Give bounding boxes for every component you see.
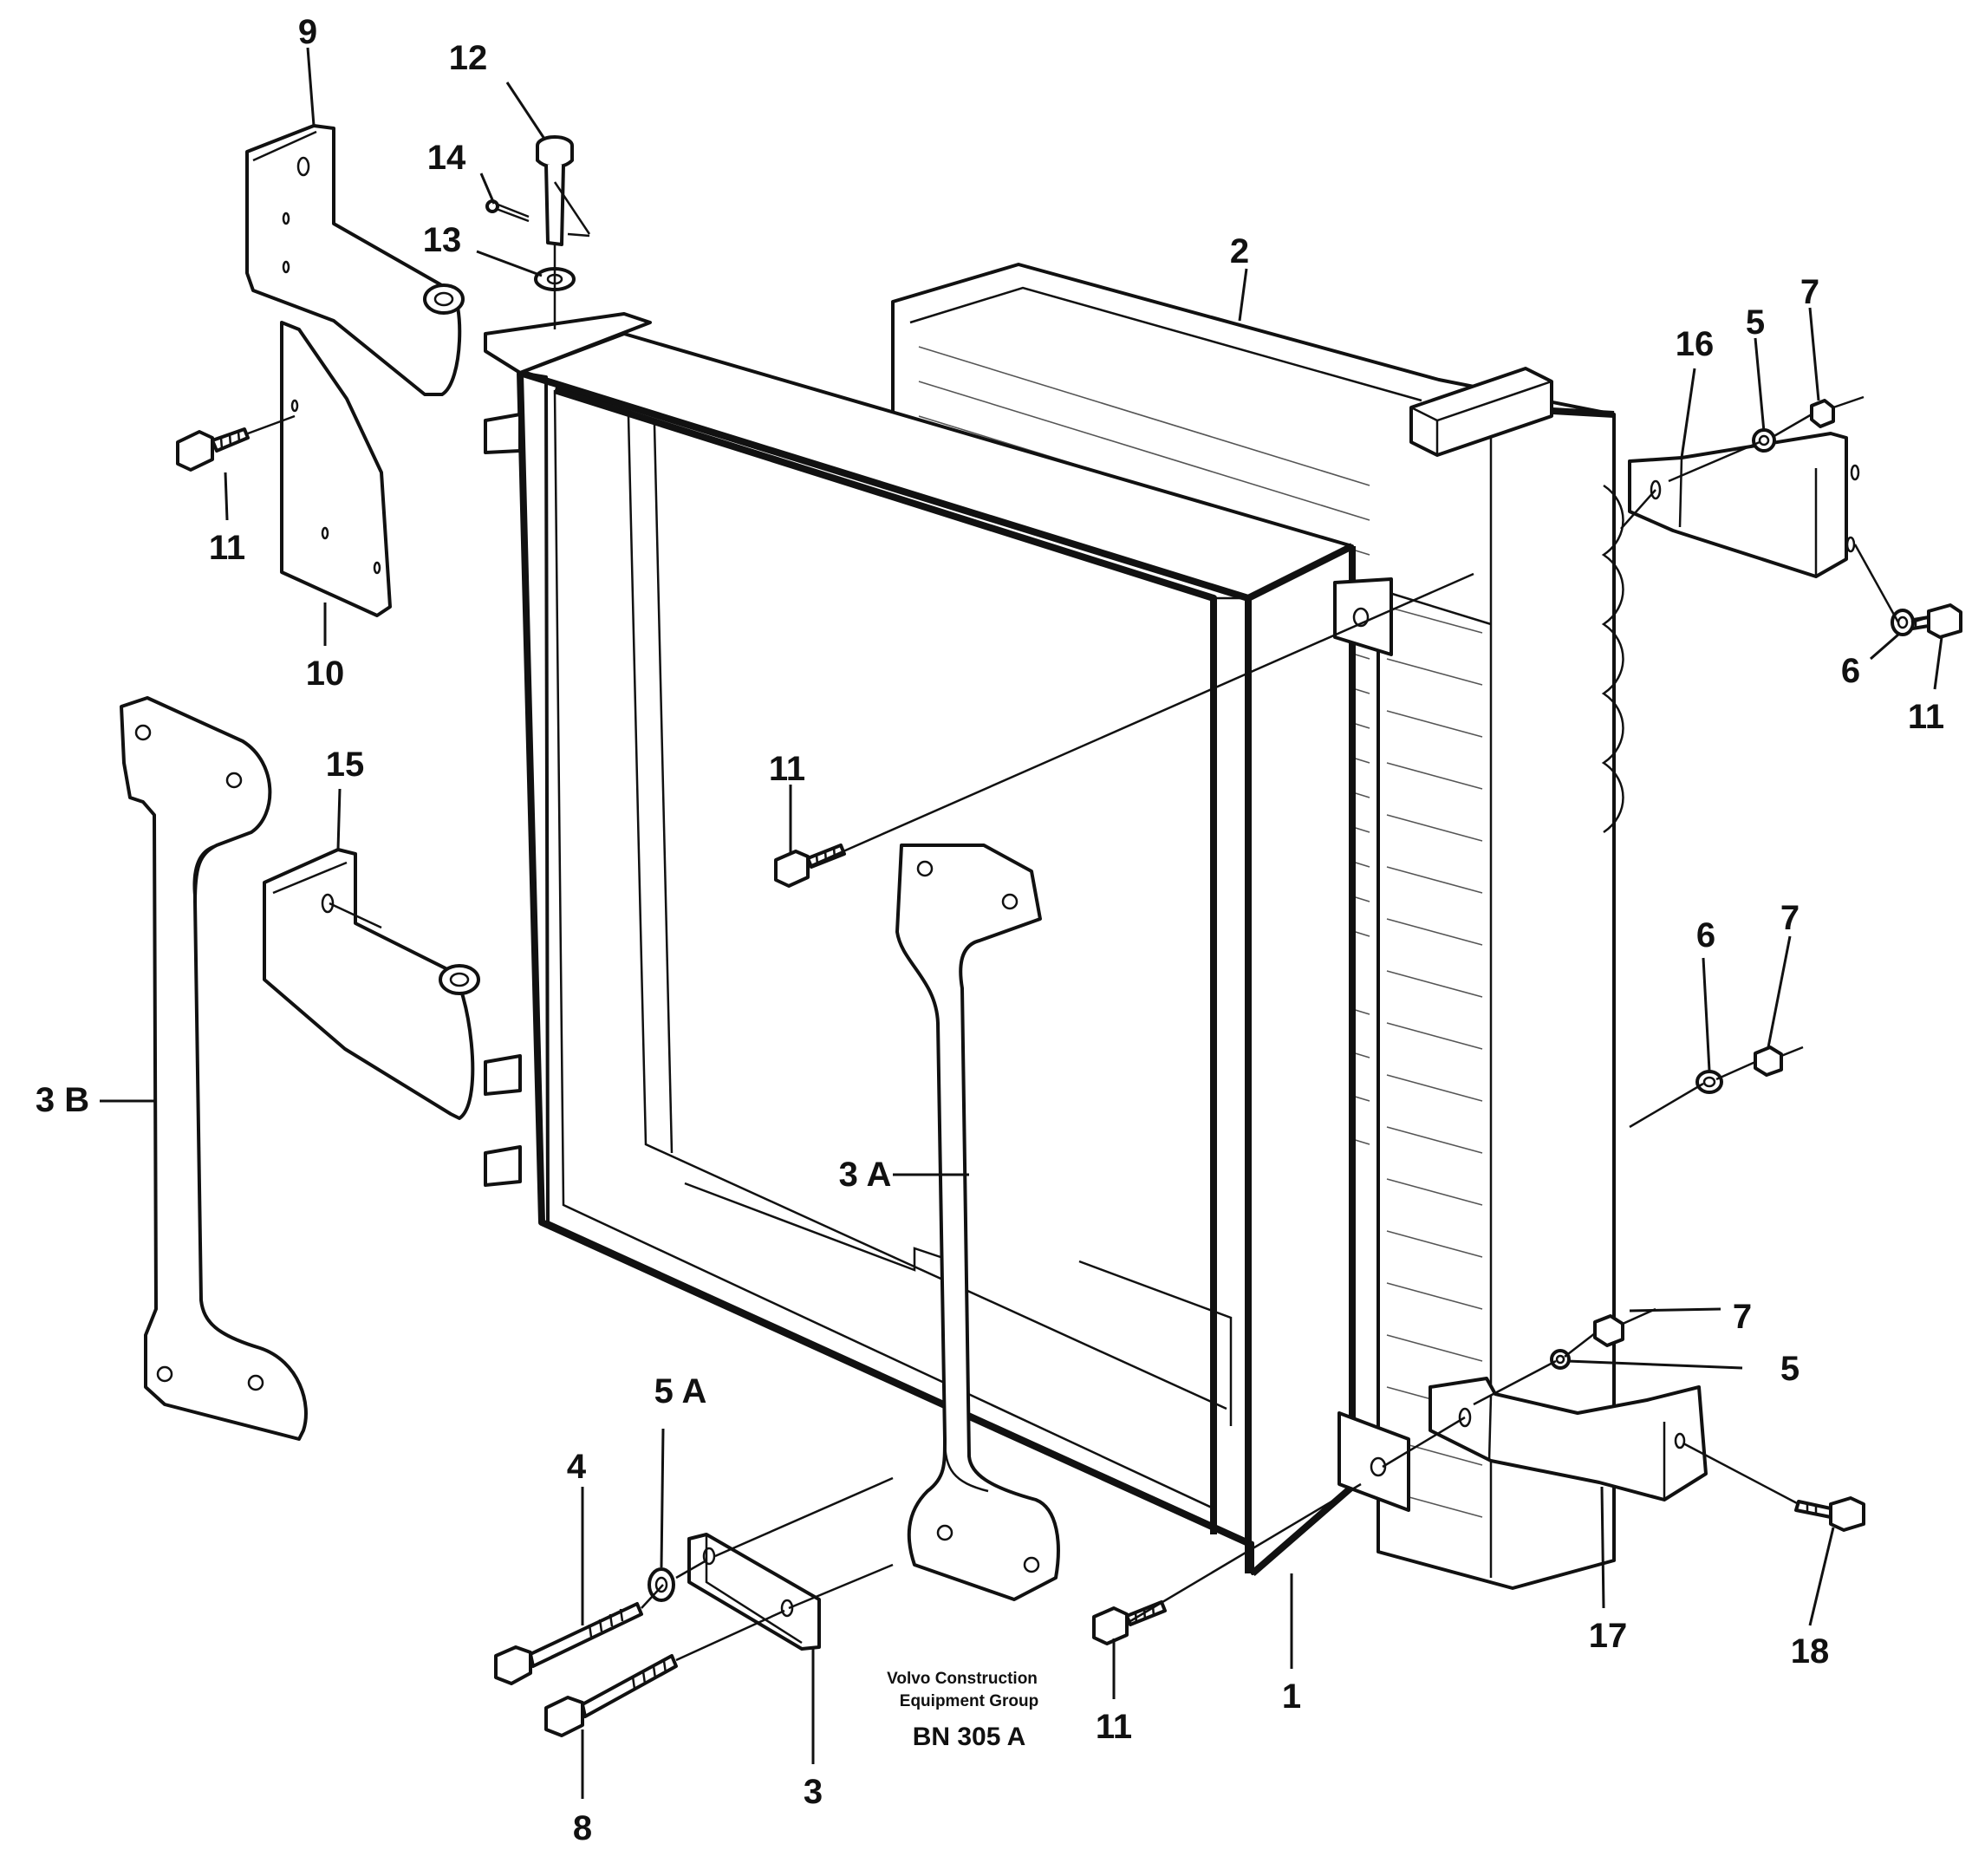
bracket-17 [1429, 1377, 1708, 1501]
hinge-bracket-15 [263, 848, 480, 1120]
callout-4: 4 [567, 1448, 587, 1486]
callout-labels: 1 2 3 3 A 3 B 4 5 A 5 5 6 6 7 7 7 8 9 10… [36, 13, 1944, 1847]
callout-16: 16 [1676, 325, 1715, 363]
callout-13: 13 [423, 221, 462, 259]
nut-7-mid [1754, 1045, 1783, 1077]
hinge-bracket-9 [245, 124, 465, 396]
callout-7-upper: 7 [1800, 273, 1819, 311]
center-lines [247, 181, 1930, 1662]
callout-3b: 3 B [36, 1081, 89, 1119]
washer-5-lower [1550, 1349, 1571, 1370]
callout-7-mid: 7 [1780, 899, 1800, 937]
diagram-caption: Volvo Construction Equipment Group BN 30… [887, 1670, 1038, 1751]
caption-company-line2: Equipment Group [900, 1692, 1038, 1710]
bolt-4 [494, 1602, 643, 1685]
bolt-11-center [774, 844, 846, 888]
bolt-11-left [176, 427, 250, 472]
callout-10: 10 [306, 655, 345, 693]
bracket-16 [1628, 432, 1860, 578]
callout-6-lower: 6 [1696, 916, 1715, 954]
washer-6-upper [1891, 609, 1915, 636]
bolt-18 [1794, 1496, 1865, 1532]
support-plate-3b [120, 696, 308, 1441]
callout-3a: 3 A [839, 1156, 892, 1194]
nut-7-lower [1593, 1314, 1624, 1347]
callout-17: 17 [1589, 1617, 1628, 1655]
gusset-plate-10 [280, 321, 392, 617]
callout-11-right: 11 [1908, 698, 1944, 736]
callout-14: 14 [427, 139, 466, 177]
fasteners [176, 135, 1962, 1737]
bolt-8 [544, 1654, 678, 1737]
nut-7-upper [1810, 399, 1835, 428]
leader-lines [100, 47, 1943, 1799]
support-plate-3a [895, 844, 1060, 1601]
bolt-11-bottom [1092, 1600, 1167, 1645]
washer-5-upper [1752, 428, 1776, 453]
callout-11-center: 11 [769, 750, 805, 788]
callout-7-lower: 7 [1733, 1298, 1752, 1336]
washer-6-lower [1695, 1070, 1723, 1094]
callout-11-left: 11 [209, 529, 245, 567]
pin-12 [536, 135, 574, 246]
callout-15: 15 [326, 746, 365, 784]
callout-1: 1 [1282, 1677, 1301, 1716]
callout-6-upper: 6 [1841, 652, 1860, 690]
callout-12: 12 [449, 39, 488, 77]
caption-drawing-code: BN 305 A [913, 1723, 1026, 1751]
callout-18: 18 [1791, 1632, 1830, 1671]
callout-2: 2 [1230, 232, 1249, 270]
callout-3: 3 [804, 1773, 823, 1811]
caption-company-line1: Volvo Construction [887, 1670, 1038, 1688]
cotter-pin-14 [493, 202, 530, 223]
callout-5a: 5 A [654, 1372, 707, 1410]
callout-8: 8 [573, 1809, 592, 1847]
callout-5-upper: 5 [1746, 303, 1765, 342]
clamp-bar-3 [687, 1533, 821, 1651]
callout-5-lower: 5 [1780, 1350, 1800, 1388]
callout-11-bottom: 11 [1096, 1708, 1132, 1746]
callout-9: 9 [298, 13, 317, 51]
